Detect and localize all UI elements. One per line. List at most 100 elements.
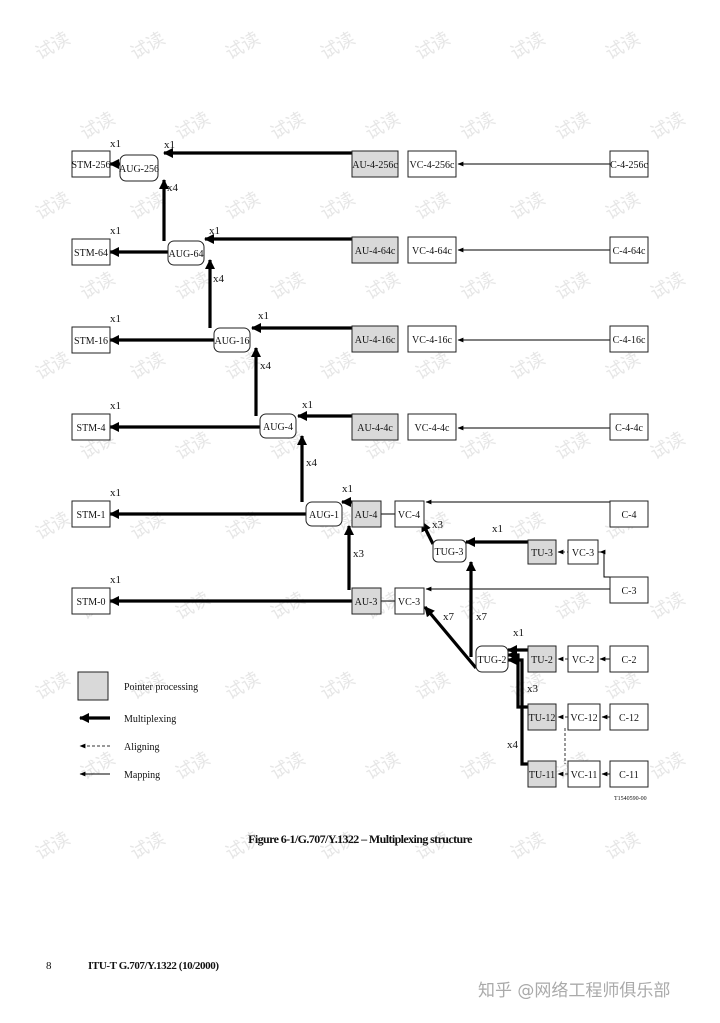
row-tug-2: TUG-2 TU-2 VC-2 C-2 TU-12 VC-12 C-12 TU-… — [475, 645, 649, 788]
c-4-16c-label: C-4-16c — [613, 335, 646, 346]
stm-64-label: STM-64 — [74, 248, 108, 259]
vc-2-label: VC-2 — [572, 655, 594, 666]
page-number: 8 — [46, 960, 52, 972]
multiplier-label: x4 — [260, 360, 272, 372]
stm-4-label: STM-4 — [77, 423, 106, 434]
footer-reference: ITU-T G.707/Y.1322 (10/2000) — [88, 960, 219, 972]
au-4-64c-label: AU-4-64c — [355, 246, 396, 257]
vc-3-lower-box — [394, 587, 425, 615]
watermark-text: 试读 — [127, 28, 169, 64]
mapping-arrows — [425, 161, 610, 777]
au-4-label: AU-4 — [355, 510, 378, 521]
watermark-text: 试读 — [507, 188, 549, 224]
legend-aligning-label: Aligning — [124, 742, 160, 753]
c-3-label: C-3 — [622, 586, 637, 597]
aug-4-box — [259, 413, 297, 439]
au-4-64c-box — [351, 236, 399, 264]
aug-64-label: AUG-64 — [169, 249, 204, 260]
stm-256-label: STM-256 — [72, 160, 111, 171]
multiplier-label: x7 — [476, 611, 488, 623]
legend-mapping-label: Mapping — [124, 770, 160, 781]
tug-2-box — [475, 645, 509, 673]
drawing-id: T1540590-00 — [614, 796, 647, 802]
watermark-text: 试读 — [32, 188, 74, 224]
aug-16-label: AUG-16 — [215, 336, 250, 347]
au-3-box — [351, 587, 382, 615]
multiplier-label: x1 — [110, 574, 121, 586]
watermark-text: 试读 — [172, 108, 214, 144]
watermark-text: 试读 — [457, 268, 499, 304]
watermark-text: 试读 — [507, 508, 549, 544]
watermark-text: 试读 — [267, 588, 309, 624]
au-4-256c-box — [351, 150, 399, 178]
au-4-16c-box — [351, 325, 399, 353]
watermark-text: 试读 — [457, 108, 499, 144]
watermark-text: 试读 — [362, 108, 404, 144]
multiplier-label: x1 — [209, 225, 220, 237]
tug-3-box — [432, 539, 467, 563]
multiplier-label: x7 — [443, 611, 455, 623]
multiplier-label: x1 — [302, 399, 313, 411]
stm-16-box — [71, 326, 111, 354]
multiplier-label: x1 — [110, 138, 121, 150]
watermark-text: 试读 — [507, 348, 549, 384]
multiplier-label: x4 — [507, 739, 519, 751]
multiplier-label: x1 — [342, 483, 353, 495]
watermark-text: 试读 — [222, 188, 264, 224]
stm-1-box — [71, 500, 111, 528]
watermark-text: 试读 — [412, 28, 454, 64]
vc-4-64c-box — [407, 236, 457, 264]
c-4-box — [609, 500, 649, 528]
watermark-text: 试读 — [457, 748, 499, 784]
aug-16-box — [213, 327, 251, 353]
vc-4-64c-label: VC-4-64c — [412, 246, 453, 257]
multiplier-label: x4 — [306, 457, 318, 469]
tu-3-label: TU-3 — [531, 548, 553, 559]
vc-4-256c-label: VC-4-256c — [410, 160, 456, 171]
row-stm-64: STM-64 AUG-64 AU-4-64c VC-4-64c C-4-64c — [71, 236, 649, 266]
watermark-text: 试读 — [602, 668, 644, 704]
c-4-16c-box — [609, 325, 649, 353]
multiplier-label: x4 — [167, 182, 179, 194]
watermark-text: 试读 — [457, 428, 499, 464]
aug-256-box — [119, 154, 159, 182]
multiplier-label: x3 — [353, 548, 365, 560]
watermark-text: 试读 — [602, 28, 644, 64]
stm-64-box — [71, 238, 111, 266]
watermark-text: 试读 — [32, 668, 74, 704]
watermark-text: 试读 — [647, 268, 689, 304]
watermark-text: 试读 — [267, 748, 309, 784]
vc-2-box — [567, 645, 599, 673]
watermark-text: 试读 — [552, 268, 594, 304]
multiplier-label: x1 — [110, 313, 121, 325]
tu-2-box — [527, 645, 557, 673]
legend-pointer-swatch — [77, 671, 109, 701]
watermark-text: 试读 — [602, 348, 644, 384]
aug-1-box — [305, 501, 343, 527]
c-12-box — [609, 703, 649, 731]
vc-11-box — [567, 760, 601, 788]
multiplier-label: x1 — [110, 400, 121, 412]
c-11-label: C-11 — [619, 770, 639, 781]
legend: Pointer processing Multiplexing Aligning… — [77, 671, 198, 781]
aug-64-box — [167, 240, 205, 266]
au-4-16c-label: AU-4-16c — [355, 335, 396, 346]
watermark-text: 试读 — [77, 748, 119, 784]
c-11-box — [609, 760, 649, 788]
multiplier-label: x1 — [110, 487, 121, 499]
c-3-box — [609, 576, 649, 604]
c-4-256c-box — [609, 150, 649, 178]
watermark-text: 试读 — [172, 268, 214, 304]
stm-0-label: STM-0 — [77, 597, 106, 608]
au-4-4c-box — [351, 413, 399, 441]
watermark-text: 试读 — [222, 668, 264, 704]
vc-4-4c-box — [407, 413, 457, 441]
watermark-text: 试读 — [647, 588, 689, 624]
watermark-text: 试读 — [602, 188, 644, 224]
watermark-text: 试读 — [362, 268, 404, 304]
watermark-text: 试读 — [32, 28, 74, 64]
stm-1-label: STM-1 — [77, 510, 106, 521]
watermark-text: 试读 — [647, 748, 689, 784]
